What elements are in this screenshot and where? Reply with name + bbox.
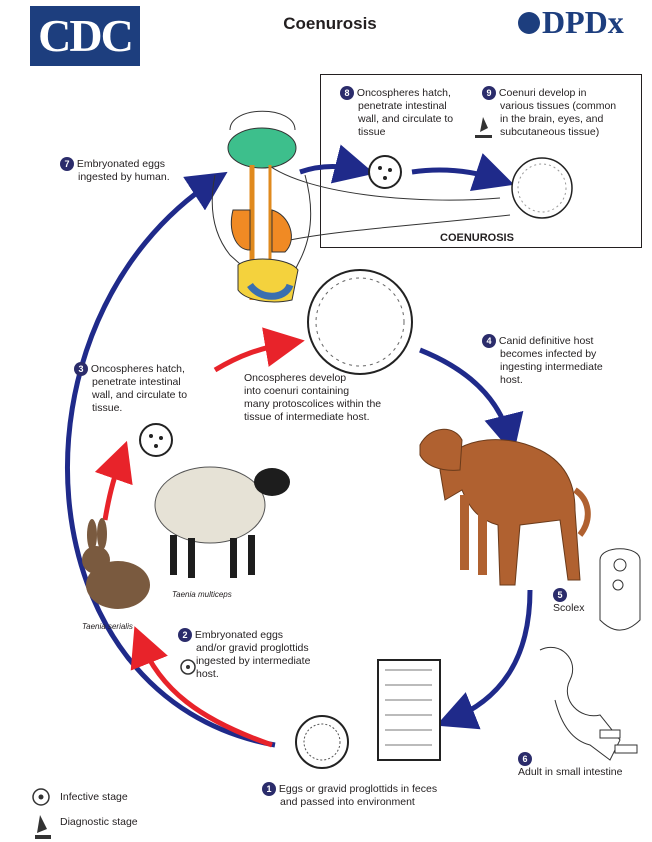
human-body-connector [290,215,510,240]
step-2: 2 Embryonated eggs and/or gravid proglot… [178,628,348,681]
rabbit-species-label: Taenia serialis [82,622,133,631]
adult-tapeworm-icon [540,647,637,760]
step-2-number: 2 [178,628,192,642]
arrow-rabbit-to-oncosphere [105,455,122,520]
step-8: 8 Oncospheres hatch, penetrate intestina… [340,86,480,139]
step-9-number: 9 [482,86,496,100]
step-2-line-4: host. [196,668,219,680]
step-3-line-2: penetrate intestinal [92,376,181,388]
step-5: 5 Scolex [553,588,633,615]
rabbit-icon [82,518,150,609]
step-8-line-3: wall, and circulate to [358,113,453,125]
step-9: 9 Coenuri develop in various tissues (co… [482,86,632,139]
step-6-label: Adult in small intestine [518,766,622,778]
step-3-number: 3 [74,362,88,376]
sheep-species-label: Taenia multiceps [172,590,232,599]
arrow-dog-to-adult [450,590,530,720]
step-7-line-1: Embryonated eggs [77,158,165,170]
step-4-number: 4 [482,334,496,348]
coenuri-line-1: Oncospheres develop [244,372,346,384]
step-3: 3 Oncospheres hatch, penetrate intestina… [74,362,224,415]
coenurus-cyst-icon [308,270,412,374]
arrow-oncosphere-to-coenurus [412,170,500,180]
step-4-line-3: ingesting intermediate [500,361,603,373]
coenuri-line-2: into coenuri containing [244,385,349,397]
legend-infective: Infective stage [60,791,128,804]
step-4-line-2: becomes infected by [500,348,596,360]
taenia-egg-icon [296,716,348,768]
legend-microscope-icon [35,815,51,839]
arrow-human-to-oncosphere [300,166,360,172]
coenuri-development-text: Oncospheres develop into coenuri contain… [244,372,424,424]
coenuri-line-3: many protoscolices within the [244,398,381,410]
oncosphere-icon [140,424,172,456]
coenuri-line-4: tissue of intermediate host. [244,411,369,423]
step-8-line-4: tissue [358,126,385,138]
coenurus-box-icon [512,158,572,218]
step-8-line-2: penetrate intestinal [358,100,447,112]
legend-diagnostic: Diagnostic stage [60,816,138,829]
step-4-line-1: Canid definitive host [499,335,594,347]
step-4: 4 Canid definitive host becomes infected… [482,334,632,387]
human-figure-icon [212,111,311,302]
step-3-line-1: Oncospheres hatch, [91,363,185,375]
step-1: 1 Eggs or gravid proglottids in feces an… [262,782,492,809]
step-6-number: 6 [518,752,532,766]
step-7-line-2: ingested by human. [78,171,170,183]
step-5-number: 5 [553,588,567,602]
step-9-line-4: subcutaneous tissue) [500,126,599,138]
gravid-proglottid-icon [378,660,440,760]
step-3-line-4: tissue. [92,402,122,414]
step-7: 7 Embryonated eggs ingested by human. [60,157,210,184]
oncosphere-box-icon [369,156,401,188]
dog-icon [420,429,588,585]
step-6: 6 Adult in small intestine [518,752,648,779]
arrow-oncosphere-to-cyst [215,343,290,370]
step-9-line-1: Coenuri develop in [499,87,587,99]
step-2-line-3: ingested by intermediate [196,655,310,667]
step-3-line-3: wall, and circulate to [92,389,187,401]
step-5-label: Scolex [553,602,585,614]
step-1-line-2: and passed into environment [280,796,415,808]
step-8-number: 8 [340,86,354,100]
step-7-number: 7 [60,157,74,171]
step-9-line-2: various tissues (common [500,100,616,112]
step-9-line-3: in the brain, eyes, and [500,113,603,125]
step-4-line-4: host. [500,374,523,386]
step-1-line-1: Eggs or gravid proglottids in feces [279,783,437,795]
step-1-number: 1 [262,782,276,796]
step-8-line-1: Oncospheres hatch, [357,87,451,99]
step-2-line-2: and/or gravid proglottids [196,642,309,654]
sheep-icon [155,467,290,578]
legend-biohazard-icon [33,789,49,805]
step-2-line-1: Embryonated eggs [195,629,283,641]
